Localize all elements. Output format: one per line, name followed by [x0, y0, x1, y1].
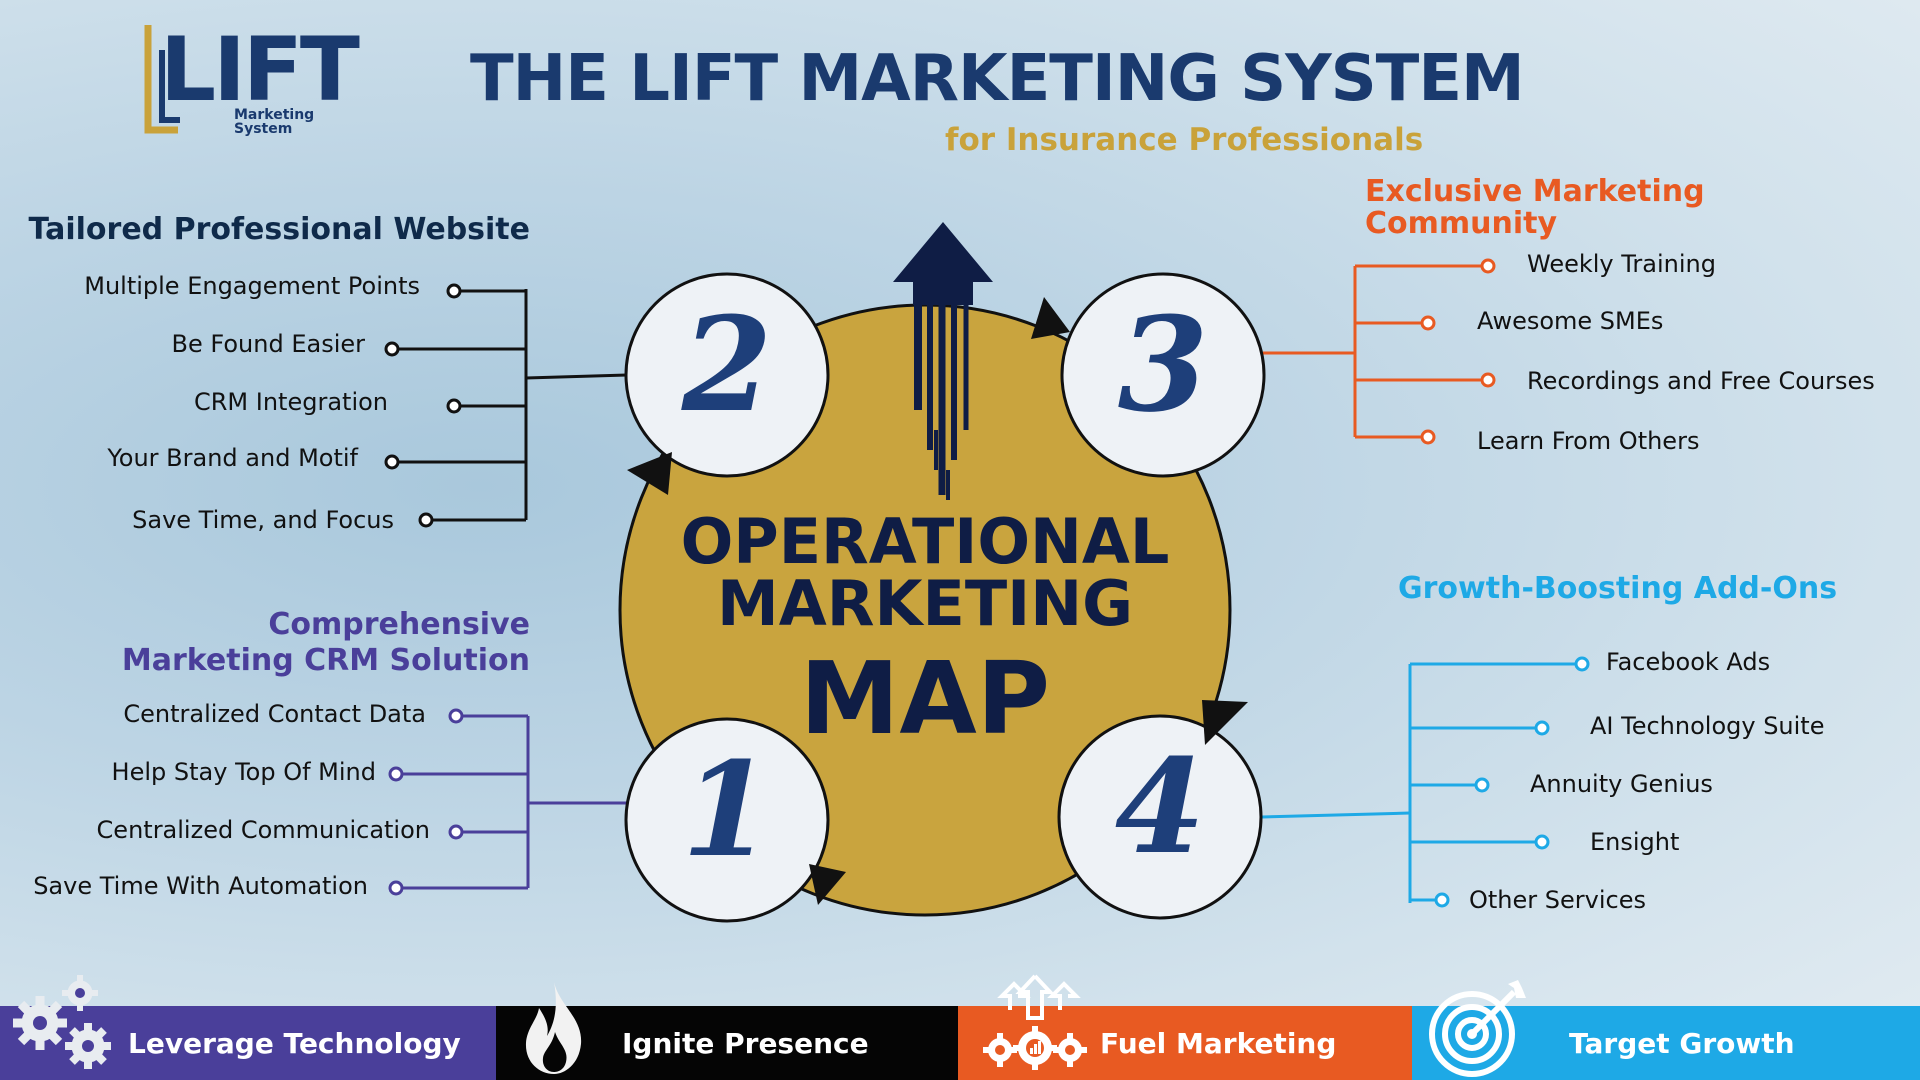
up-arrow-icon: [893, 222, 993, 500]
logo-wordmark: LIFT: [160, 18, 360, 121]
community-heading-line2: Community: [1365, 206, 1558, 241]
community-connectors: [1263, 258, 1496, 445]
community-item: Learn From Others: [1477, 427, 1700, 455]
footer-fuel-marketing: Fuel Marketing: [958, 974, 1412, 1080]
community-item: Weekly Training: [1527, 250, 1716, 278]
website-item: Save Time, and Focus: [132, 506, 394, 534]
addons-connectors: [1261, 656, 1590, 908]
addons-heading: Growth-Boosting Add-Ons: [1398, 571, 1838, 606]
target-icon: [1429, 980, 1526, 1077]
footer-label: Leverage Technology: [128, 1026, 461, 1060]
footer-target-growth: Target Growth: [1412, 980, 1920, 1080]
arrow-2-to-3: [1031, 297, 1070, 339]
crm-heading-line2: Marketing CRM Solution: [121, 643, 530, 678]
website-item: Be Found Easier: [171, 330, 365, 358]
community-item: Recordings and Free Courses: [1527, 367, 1875, 395]
crm-item: Help Stay Top Of Mind: [111, 758, 376, 786]
step-number-1: 1: [681, 733, 773, 886]
website-item: CRM Integration: [193, 388, 388, 416]
crm-item: Centralized Contact Data: [123, 700, 426, 728]
addons-item: Annuity Genius: [1530, 770, 1713, 798]
footer-label: Ignite Presence: [622, 1026, 869, 1060]
community-heading-line1: Exclusive Marketing: [1365, 174, 1705, 209]
gears-icon: [13, 975, 111, 1069]
website-connectors: [384, 283, 628, 528]
growth-gears-icon: [983, 974, 1087, 1070]
center-line-2: MARKETING: [717, 567, 1133, 640]
addons-item: AI Technology Suite: [1590, 712, 1825, 740]
center-line-1: OPERATIONAL: [680, 505, 1170, 578]
footer-ignite-presence: Ignite Presence: [496, 982, 958, 1080]
arrow-1-to-2: [627, 452, 672, 495]
website-item: Your Brand and Motif: [107, 444, 358, 472]
footer-label: Target Growth: [1569, 1026, 1795, 1060]
center-line-3: MAP: [799, 640, 1051, 757]
website-heading: Tailored Professional Website: [28, 212, 530, 247]
addons-item: Ensight: [1590, 828, 1680, 856]
step-circle-3: [1060, 272, 1266, 478]
community-item: Awesome SMEs: [1477, 307, 1664, 335]
lift-logo: [144, 25, 180, 134]
crm-item: Centralized Communication: [96, 816, 430, 844]
logo-subtitle: Marketing System: [234, 108, 314, 136]
flow-arrows: [627, 297, 1248, 905]
step-circle-1: [624, 717, 830, 923]
logo-subtitle-line1: Marketing: [234, 107, 315, 123]
step-number-3: 3: [1117, 288, 1209, 441]
step-circle-4: [1057, 714, 1263, 920]
crm-item: Save Time With Automation: [33, 872, 368, 900]
crm-heading-line1: Comprehensive: [268, 607, 530, 642]
logo-subtitle-line2: System: [234, 121, 293, 137]
step-number-2: 2: [681, 288, 773, 441]
addons-item: Facebook Ads: [1606, 648, 1771, 676]
logo: [140, 20, 320, 140]
crm-connectors: [388, 708, 627, 896]
step-number-4: 4: [1114, 730, 1206, 883]
step-circle-2: [624, 272, 830, 478]
flame-icon: [525, 982, 582, 1074]
page-title: THE LIFT MARKETING SYSTEM: [470, 42, 1525, 116]
arrow-3-to-4: [1202, 700, 1248, 745]
arrow-4-to-1: [809, 864, 846, 905]
page-subtitle: for Insurance Professionals: [945, 122, 1424, 158]
footer-label: Fuel Marketing: [1100, 1026, 1337, 1060]
footer-leverage-technology: Leverage Technology: [0, 975, 496, 1080]
addons-item: Other Services: [1469, 886, 1646, 914]
website-item: Multiple Engagement Points: [84, 272, 420, 300]
